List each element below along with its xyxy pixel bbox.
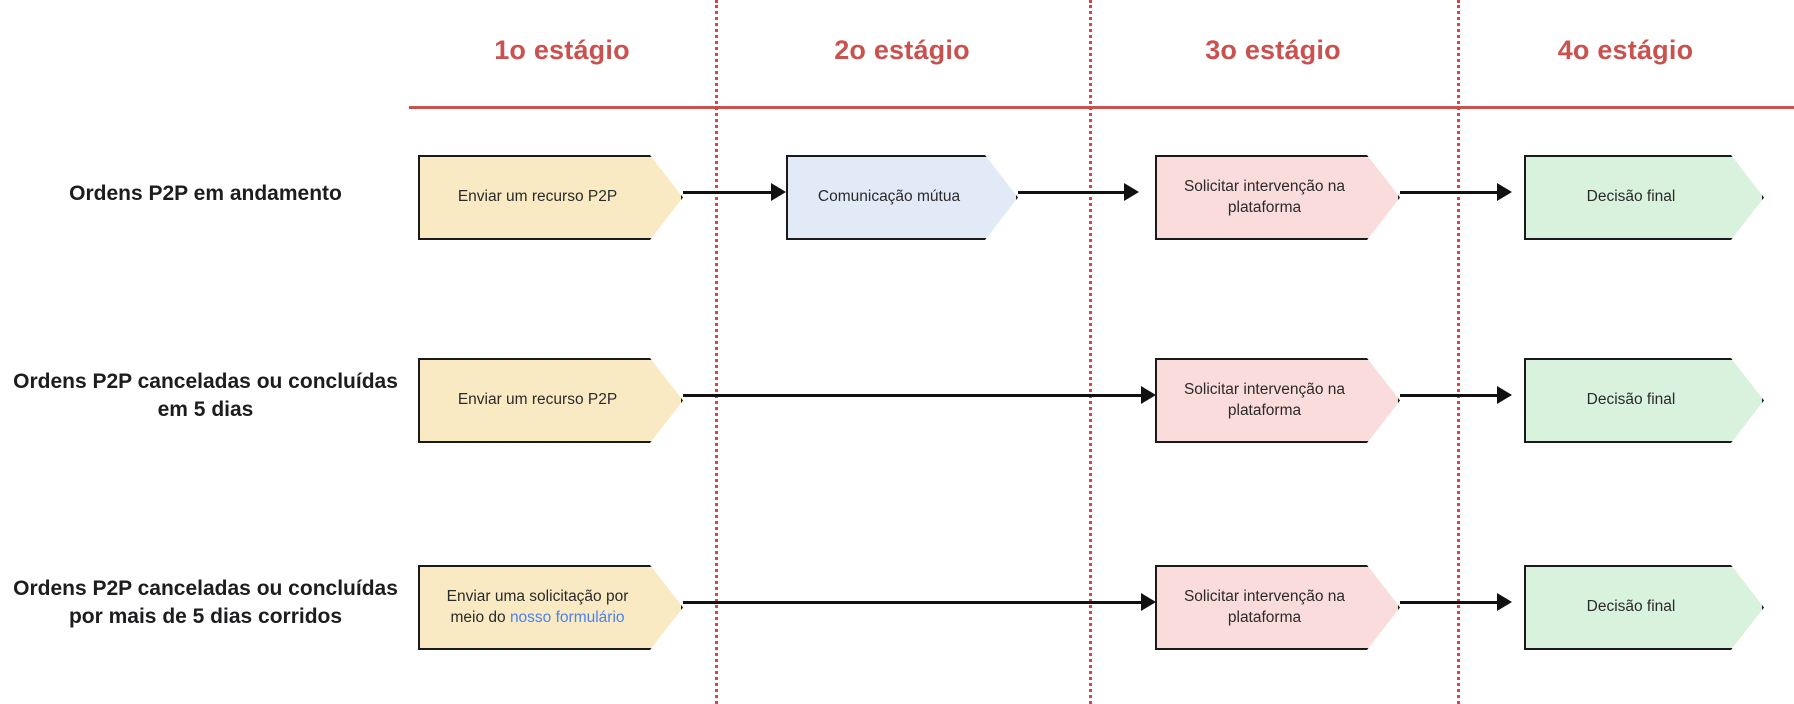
row-label-2-line2: em 5 dias xyxy=(157,397,254,421)
row-label-2: Ordens P2P canceladas ou concluídas em 5… xyxy=(8,368,403,423)
stage-separator-2 xyxy=(1089,0,1095,704)
step-row1-stage2[interactable]: Comunicação mútua xyxy=(786,155,1018,240)
step-row2-stage1-label: Enviar um recurso P2P xyxy=(457,391,618,409)
arrow-row1-2-head xyxy=(1124,183,1139,201)
step-row3-stage1-text: Enviar uma solicitação por meio do xyxy=(446,587,629,626)
row-label-3: Ordens P2P canceladas ou concluídas por … xyxy=(8,575,403,630)
step-row3-stage3[interactable]: Solicitar intervenção na plataforma xyxy=(1155,565,1400,650)
row-label-2-line1: Ordens P2P canceladas ou concluídas xyxy=(13,370,398,393)
row-label-1: Ordens P2P em andamento xyxy=(8,180,403,208)
arrow-row2-1-line xyxy=(683,394,1151,397)
step-row1-stage3[interactable]: Solicitar intervenção na plataforma xyxy=(1155,155,1400,240)
arrow-row1-2-line xyxy=(1018,191,1134,194)
stage-separator-1 xyxy=(715,0,721,704)
step-row1-stage3-label: Solicitar intervenção na plataforma xyxy=(1183,177,1346,216)
step-row2-stage3[interactable]: Solicitar intervenção na plataforma xyxy=(1155,358,1400,443)
row-label-1-line1: Ordens P2P em andamento xyxy=(69,182,342,205)
arrow-row2-1-head xyxy=(1141,386,1156,404)
step-row1-stage2-label: Comunicação mútua xyxy=(817,188,961,206)
header-divider-rule xyxy=(409,106,1794,109)
arrow-row3-2-head xyxy=(1497,593,1512,611)
step-row3-stage1[interactable]: Enviar uma solicitação por meio do nosso… xyxy=(418,565,683,650)
stage-separator-3 xyxy=(1457,0,1463,704)
step-row2-stage3-label: Solicitar intervenção na plataforma xyxy=(1183,380,1346,419)
row-label-3-line2: por mais de 5 dias corridos xyxy=(68,604,343,628)
step-row2-stage1[interactable]: Enviar um recurso P2P xyxy=(418,358,683,443)
step-row2-stage4[interactable]: Decisão final xyxy=(1524,358,1764,443)
stage-header-2: 2o estágio xyxy=(834,35,970,65)
arrow-row1-3-head xyxy=(1497,183,1512,201)
arrow-row3-1-head xyxy=(1141,593,1156,611)
step-row3-stage4[interactable]: Decisão final xyxy=(1524,565,1764,650)
stage-header-4: 4o estágio xyxy=(1557,35,1694,65)
step-row1-stage1-label: Enviar um recurso P2P xyxy=(457,188,618,206)
stage-header-1: 1o estágio xyxy=(494,35,630,65)
step-row3-stage4-label: Decisão final xyxy=(1586,598,1676,616)
row-label-3-line1: Ordens P2P canceladas ou concluídas xyxy=(13,577,398,600)
step-row1-stage1[interactable]: Enviar um recurso P2P xyxy=(418,155,683,240)
nosso-formulario-link[interactable]: nosso formulário xyxy=(509,608,625,626)
arrow-row1-1-head xyxy=(771,183,786,201)
step-row3-stage3-label: Solicitar intervenção na plataforma xyxy=(1183,587,1346,626)
step-row1-stage4[interactable]: Decisão final xyxy=(1524,155,1764,240)
arrow-row1-1-line xyxy=(683,191,781,194)
arrow-row2-2-line xyxy=(1400,394,1507,397)
stage-header-3: 3o estágio xyxy=(1205,35,1341,65)
arrow-row1-3-line xyxy=(1400,191,1507,194)
arrow-row3-2-line xyxy=(1400,601,1507,604)
arrow-row2-2-head xyxy=(1497,386,1512,404)
step-row2-stage4-label: Decisão final xyxy=(1586,391,1676,409)
step-row1-stage4-label: Decisão final xyxy=(1586,188,1676,206)
step-row3-stage1-label: Enviar uma solicitação por meio do nosso… xyxy=(434,587,641,629)
arrow-row3-1-line xyxy=(683,601,1151,604)
